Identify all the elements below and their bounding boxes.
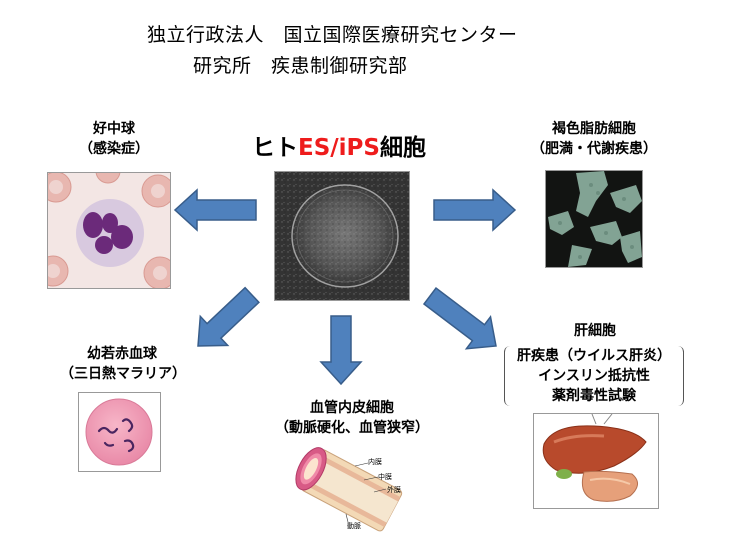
arrow-to-liver — [422, 286, 497, 350]
neutrophil-sub: （感染症） — [79, 141, 149, 157]
liver-app-3: 薬剤毒性試験 — [552, 388, 636, 404]
neutrophil-image — [47, 172, 171, 289]
title-suffix: 細胞 — [379, 135, 426, 161]
erythroblast-sub: （三日熱マラリア） — [60, 366, 186, 382]
brown-fat-image — [545, 170, 643, 268]
liver-label: 肝細胞 — [574, 323, 616, 339]
liver-app-2: インスリン抵抗性 — [538, 368, 650, 384]
erythroblast-label: 幼若赤血球 — [87, 346, 157, 362]
title-prefix: ヒト — [252, 135, 298, 161]
brown-fat-sub: （肥満・代謝疾患） — [531, 141, 657, 157]
vessel-label-media: 中膜 — [378, 473, 392, 481]
header-line2: 研究所 疾患制御研究部 — [193, 55, 408, 77]
vessel-label-intima: 内膜 — [368, 458, 382, 466]
arrow-to-erythroblast — [197, 286, 260, 347]
liver-image — [533, 413, 659, 509]
center-title: ヒトES/iPS細胞 — [252, 128, 426, 162]
erythroblast-image — [78, 392, 161, 472]
endothelial-label-group: 血管内皮細胞 （動脈硬化、血管狭窄） — [272, 398, 432, 438]
liver-apps: 肝疾患（ウイルス肝炎） インスリン抵抗性 薬剤毒性試験 — [504, 346, 684, 406]
neutrophil-label-group: 好中球 （感染症） — [64, 119, 164, 159]
liver-app-1: 肝疾患（ウイルス肝炎） — [517, 348, 671, 364]
erythroblast-label-group: 幼若赤血球 （三日熱マラリア） — [60, 344, 186, 384]
endothelial-sub: （動脈硬化、血管狭窄） — [275, 420, 429, 436]
vessel-label-adventitia: 外膜 — [387, 486, 401, 494]
vessel-label-artery: 動脈 — [347, 522, 361, 530]
ips-colony-image — [274, 171, 410, 301]
header-line1: 独立行政法人 国立国際医療研究センター — [147, 24, 518, 46]
arrow-to-endothelial — [319, 315, 363, 386]
brown-fat-label-group: 褐色脂肪細胞 （肥満・代謝疾患） — [524, 119, 664, 159]
endothelial-label: 血管内皮細胞 — [310, 400, 394, 416]
brown-fat-label: 褐色脂肪細胞 — [552, 121, 636, 137]
title-highlight: ES/iPS — [298, 135, 380, 161]
arrow-to-brown-fat — [433, 188, 517, 232]
arrow-to-neutrophil — [173, 188, 257, 232]
vessel-diagram: 内膜 中膜 外膜 動脈 — [292, 446, 406, 532]
neutrophil-label: 好中球 — [93, 121, 135, 137]
